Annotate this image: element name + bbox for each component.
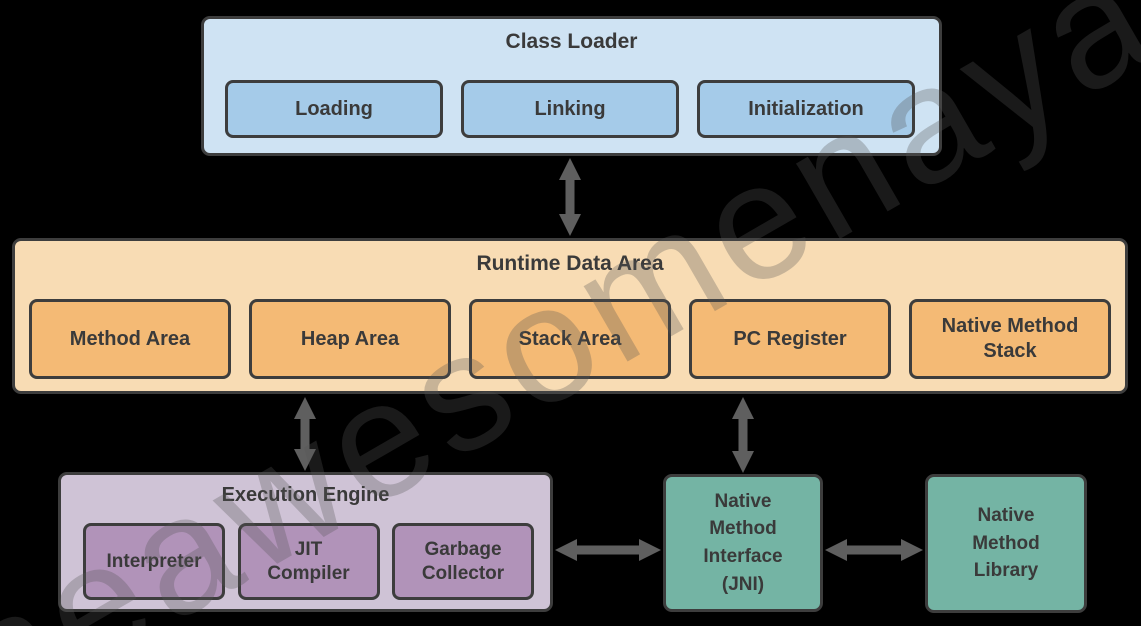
method-area-box: Method Area [29,299,231,379]
jit-compiler-box: JIT Compiler [237,523,380,600]
class-loader-box: Class Loader Loading Linking Initializat… [201,16,942,156]
stack-area-box: Stack Area [469,299,671,379]
double-arrow-runtime-jni-icon [732,397,754,473]
double-arrow-execution-jni-icon [555,539,661,561]
initialization-box: Initialization [697,80,915,138]
interpreter-box: Interpreter [83,523,225,600]
double-arrow-runtime-execution-icon [294,397,316,471]
class-loader-items: Loading Linking Initialization [225,80,915,138]
execution-engine-box: Execution Engine Interpreter JIT Compile… [58,472,553,612]
pc-register-box: PC Register [689,299,891,379]
double-arrow-class-loader-runtime-icon [559,158,581,236]
loading-box: Loading [225,80,443,138]
class-loader-title: Class Loader [505,30,638,53]
double-arrow-jni-library-icon [825,539,923,561]
execution-engine-items: Interpreter JIT Compiler Garbage Collect… [83,523,534,600]
native-method-interface-box: Native Method Interface (JNI) [663,474,823,612]
native-method-stack-box: Native Method Stack [909,299,1111,379]
execution-engine-title: Execution Engine [221,484,390,506]
garbage-collector-box: Garbage Collector [392,523,534,600]
linking-box: Linking [461,80,679,138]
native-method-library-box: Native Method Library [925,474,1087,613]
runtime-data-area-items: Method Area Heap Area Stack Area PC Regi… [29,299,1111,379]
heap-area-box: Heap Area [249,299,451,379]
runtime-data-area-title: Runtime Data Area [476,252,664,275]
runtime-data-area-box: Runtime Data Area Method Area Heap Area … [12,238,1128,394]
